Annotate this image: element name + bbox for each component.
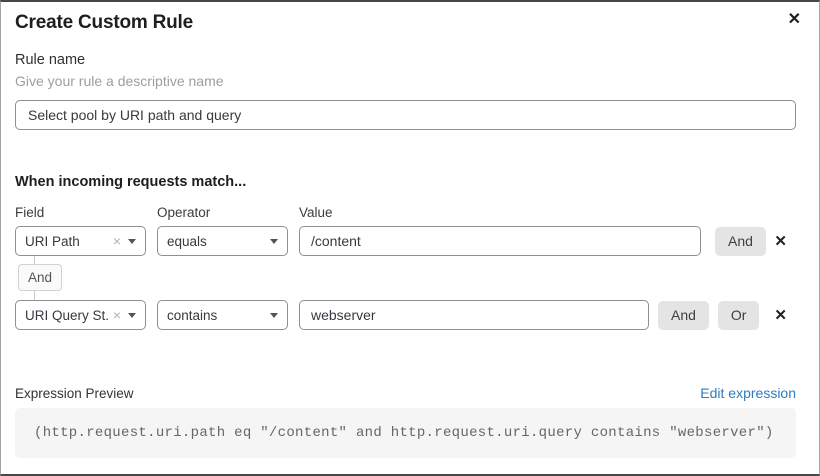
operator-column-label: Operator: [157, 205, 211, 220]
chevron-down-icon: [270, 238, 278, 244]
rule-name-input[interactable]: [15, 100, 796, 130]
connector-line-bottom: [34, 291, 35, 300]
expression-preview-label: Expression Preview: [15, 386, 134, 401]
rule-name-helper: Give your rule a descriptive name: [15, 73, 224, 89]
operator-select-1[interactable]: equals: [157, 226, 288, 256]
operator-select-2-value: contains: [167, 307, 218, 323]
condition-row-2: URI Query St... × contains And Or ✕: [15, 300, 796, 330]
chevron-down-icon: [128, 312, 136, 318]
expression-preview-code: (http.request.uri.path eq "/content" and…: [15, 408, 796, 458]
field-column-label: Field: [15, 205, 45, 220]
connector-line-top: [34, 256, 35, 264]
close-icon[interactable]: ✕: [787, 11, 801, 28]
and-button-row-2[interactable]: And: [658, 300, 709, 330]
operator-select-2[interactable]: contains: [157, 300, 288, 330]
field-select-2-value: URI Query St...: [25, 307, 109, 323]
condition-connector: And: [15, 256, 796, 300]
page-title: Create Custom Rule: [15, 12, 193, 33]
edit-expression-link[interactable]: Edit expression: [700, 385, 796, 401]
rule-name-label: Rule name: [15, 52, 86, 68]
value-column-label: Value: [299, 205, 333, 220]
operator-select-1-value: equals: [167, 233, 207, 249]
field-select-1[interactable]: URI Path ×: [15, 226, 146, 256]
condition-column-labels: Field Operator Value: [15, 205, 796, 220]
value-input-2[interactable]: [299, 300, 649, 330]
field-select-2[interactable]: URI Query St... ×: [15, 300, 146, 330]
remove-condition-1-icon[interactable]: ✕: [774, 232, 787, 250]
connector-and-badge: And: [18, 264, 63, 291]
chevron-down-icon: [270, 312, 278, 318]
expression-preview-header: Expression Preview Edit expression: [15, 385, 796, 401]
remove-field-icon[interactable]: ×: [112, 307, 121, 323]
match-heading: When incoming requests match...: [15, 174, 247, 190]
remove-field-icon[interactable]: ×: [112, 233, 121, 249]
or-button-row-2[interactable]: Or: [717, 300, 760, 330]
and-button-row-1[interactable]: And: [715, 226, 766, 256]
value-input-1[interactable]: [299, 226, 701, 256]
remove-condition-2-icon[interactable]: ✕: [774, 306, 787, 324]
chevron-down-icon: [128, 238, 136, 244]
field-select-1-value: URI Path: [25, 233, 80, 249]
condition-row-1: URI Path × equals And ✕: [15, 226, 796, 256]
